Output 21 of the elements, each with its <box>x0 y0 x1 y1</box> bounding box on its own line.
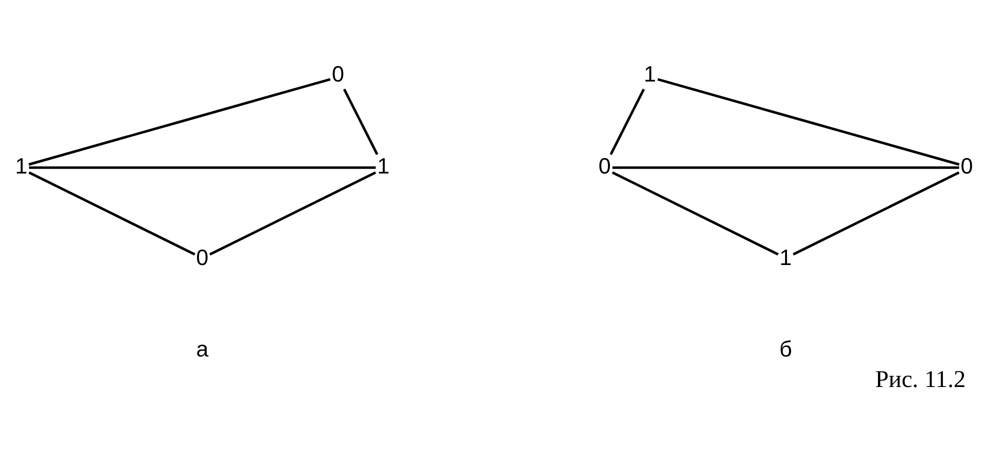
connector <box>611 170 778 256</box>
caption: Рис. 11.2 <box>874 366 966 393</box>
connector <box>208 170 376 256</box>
node-text: 1 <box>779 244 792 270</box>
node-text: 0 <box>196 244 208 270</box>
node-text: 1 <box>376 152 390 178</box>
connector <box>612 166 959 168</box>
connector <box>28 170 195 256</box>
connector <box>342 88 378 155</box>
node-text: 0 <box>598 152 610 178</box>
label: а <box>196 336 208 361</box>
connector <box>28 78 330 166</box>
node-text: 0 <box>960 152 972 178</box>
node-text: 0 <box>331 61 344 86</box>
connector <box>792 170 960 256</box>
connector <box>656 78 960 166</box>
connector <box>28 166 376 168</box>
connector <box>609 88 644 155</box>
node-text: 1 <box>643 61 656 86</box>
node-text: 1 <box>14 152 27 178</box>
label: б <box>778 336 792 361</box>
